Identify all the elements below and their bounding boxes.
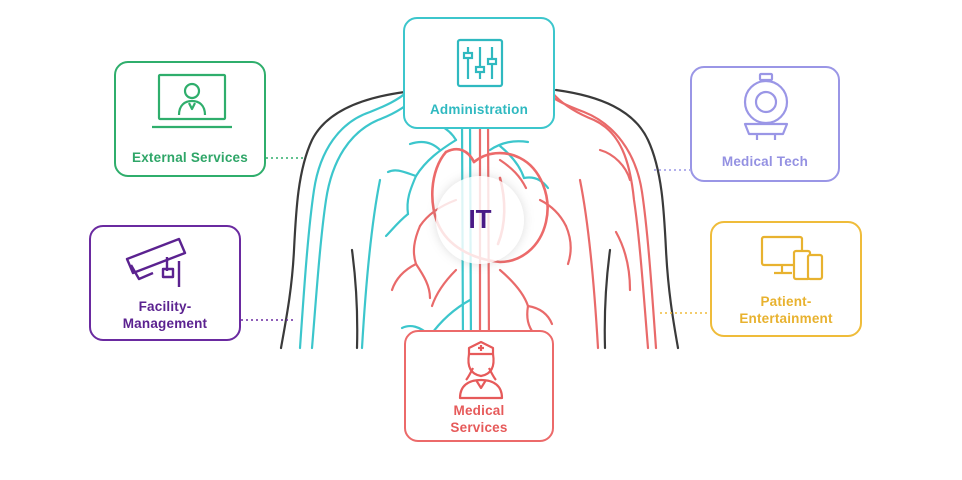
medical-tech-label: Medical Tech [721,154,809,169]
medical-tech-box: Medical Tech [690,66,840,182]
administration-box: Administration [403,17,555,129]
facility-management-box: Facility- Management [89,225,241,341]
security-camera-icon [125,237,187,287]
it-label: IT [468,204,492,234]
medical-services-label: Medical Services [406,402,552,436]
connector-lines [241,157,710,321]
devices-icon [760,235,824,281]
medsvc-label-line2: Services [450,420,508,435]
nurse-icon [458,340,504,400]
torso-outline [279,88,680,350]
facility-label-line2: Management [122,316,208,331]
facility-label-line1: Facility- [138,299,192,314]
external-services-label: External Services [132,150,248,165]
patient-entertainment-box: Patient- Entertainment [710,221,862,337]
mri-scanner-icon [743,72,789,140]
it-center-circle: IT [436,176,524,264]
facility-management-label: Facility- Management [91,298,239,332]
patient-label-line2: Entertainment [739,311,833,326]
external-services-box: External Services [114,61,266,177]
administration-label: Administration [429,102,529,117]
medsvc-label-line1: Medical [453,403,505,418]
laptop-user-icon [152,73,232,129]
patient-label-line1: Patient- [760,294,812,309]
sliders-icon [456,38,504,88]
patient-entertainment-label: Patient- Entertainment [712,293,860,327]
medical-services-box: Medical Services [404,330,554,442]
